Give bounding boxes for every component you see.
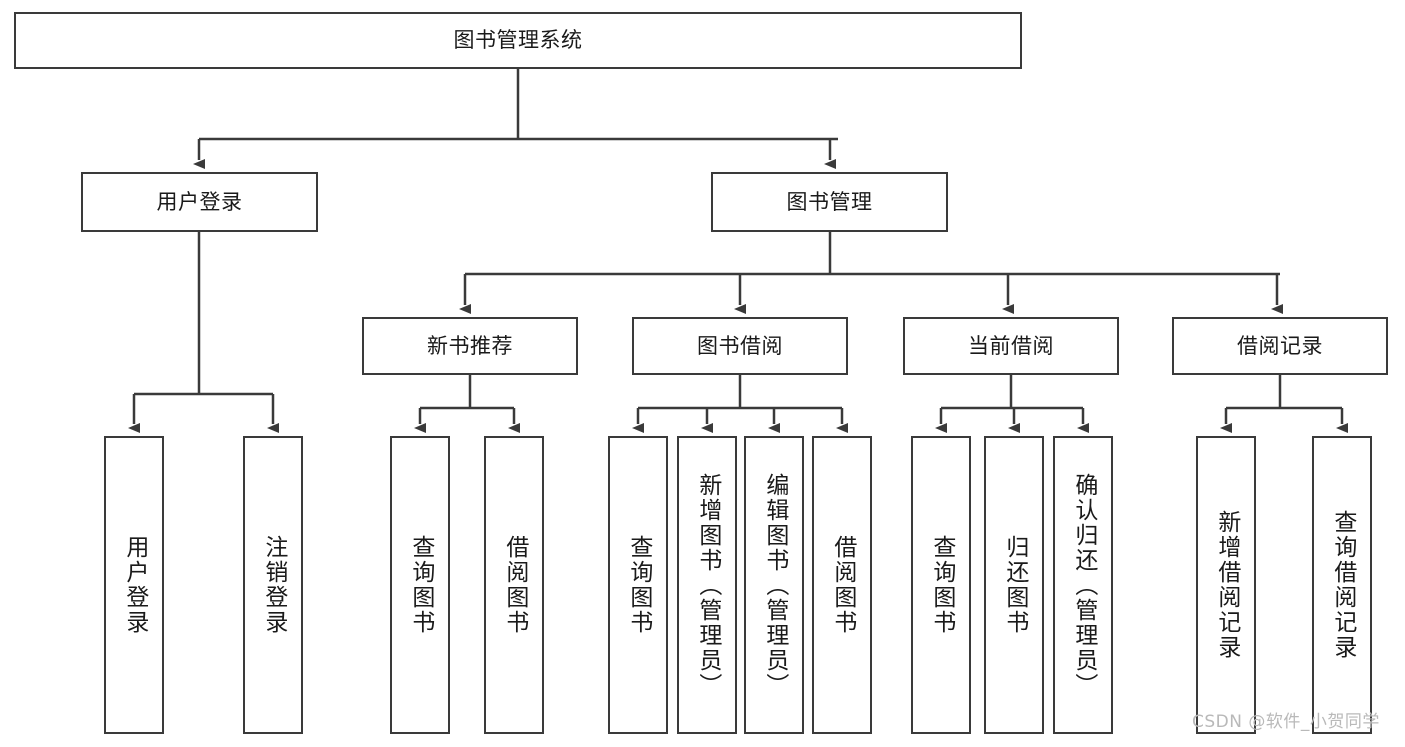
leaf-edit-book-label: 编辑图书（管理员） (761, 472, 788, 698)
leaf-user-logout[interactable]: 注销登录 (243, 436, 303, 734)
leaf-query-book-current[interactable]: 查询图书 (911, 436, 971, 734)
leaf-return-book[interactable]: 归还图书 (984, 436, 1044, 734)
node-new-book-recommend-label: 新书推荐 (427, 333, 513, 358)
leaf-borrow-book-label: 借阅图书 (829, 535, 856, 635)
leaf-add-book[interactable]: 新增图书（管理员） (677, 436, 737, 734)
node-root-label: 图书管理系统 (453, 28, 583, 53)
edges-root-to-level2 (193, 69, 838, 169)
leaf-query-book-recommend-label: 查询图书 (407, 535, 434, 635)
node-book-borrow-label: 图书借阅 (697, 333, 783, 358)
node-book-manage[interactable]: 图书管理 (711, 172, 948, 232)
leaf-confirm-return-label: 确认归还（管理员） (1070, 472, 1097, 698)
csdn-watermark: CSDN @软件_小贺同学 (1192, 712, 1380, 732)
edges-bookborrow-to-leaves (632, 375, 848, 433)
edges-userlogin-to-leaves (128, 232, 279, 433)
leaf-confirm-return[interactable]: 确认归还（管理员） (1053, 436, 1113, 734)
node-new-book-recommend[interactable]: 新书推荐 (362, 317, 578, 375)
leaf-query-book-recommend[interactable]: 查询图书 (390, 436, 450, 734)
leaf-query-book-borrow[interactable]: 查询图书 (608, 436, 668, 734)
leaf-borrow-book-recommend[interactable]: 借阅图书 (484, 436, 544, 734)
leaf-user-login[interactable]: 用户登录 (104, 436, 164, 734)
node-root[interactable]: 图书管理系统 (14, 12, 1022, 69)
leaf-query-book-borrow-label: 查询图书 (625, 535, 652, 635)
leaf-edit-book[interactable]: 编辑图书（管理员） (744, 436, 804, 734)
edges-borrowrecord-to-leaves (1220, 375, 1348, 433)
leaf-user-logout-label: 注销登录 (260, 535, 287, 635)
leaf-user-login-label: 用户登录 (121, 535, 148, 635)
node-borrow-record-label: 借阅记录 (1237, 333, 1323, 358)
leaf-borrow-book-recommend-label: 借阅图书 (501, 535, 528, 635)
node-current-borrow[interactable]: 当前借阅 (903, 317, 1119, 375)
leaf-add-borrow-record-label: 新增借阅记录 (1213, 510, 1240, 660)
edges-newbookrec-to-leaves (414, 375, 520, 433)
node-book-borrow[interactable]: 图书借阅 (632, 317, 848, 375)
node-user-login[interactable]: 用户登录 (81, 172, 318, 232)
node-user-login-label: 用户登录 (156, 189, 243, 214)
edges-currentborrow-to-leaves (935, 375, 1089, 433)
leaf-add-book-label: 新增图书（管理员） (694, 472, 721, 698)
node-current-borrow-label: 当前借阅 (968, 333, 1054, 358)
node-borrow-record[interactable]: 借阅记录 (1172, 317, 1388, 375)
leaf-query-borrow-record[interactable]: 查询借阅记录 (1312, 436, 1372, 734)
leaf-query-borrow-record-label: 查询借阅记录 (1329, 510, 1356, 660)
edges-bookmanage-to-level3 (459, 232, 1283, 314)
leaf-borrow-book[interactable]: 借阅图书 (812, 436, 872, 734)
leaf-query-book-current-label: 查询图书 (928, 535, 955, 635)
node-book-manage-label: 图书管理 (786, 189, 873, 214)
leaf-return-book-label: 归还图书 (1001, 535, 1028, 635)
leaf-add-borrow-record[interactable]: 新增借阅记录 (1196, 436, 1256, 734)
